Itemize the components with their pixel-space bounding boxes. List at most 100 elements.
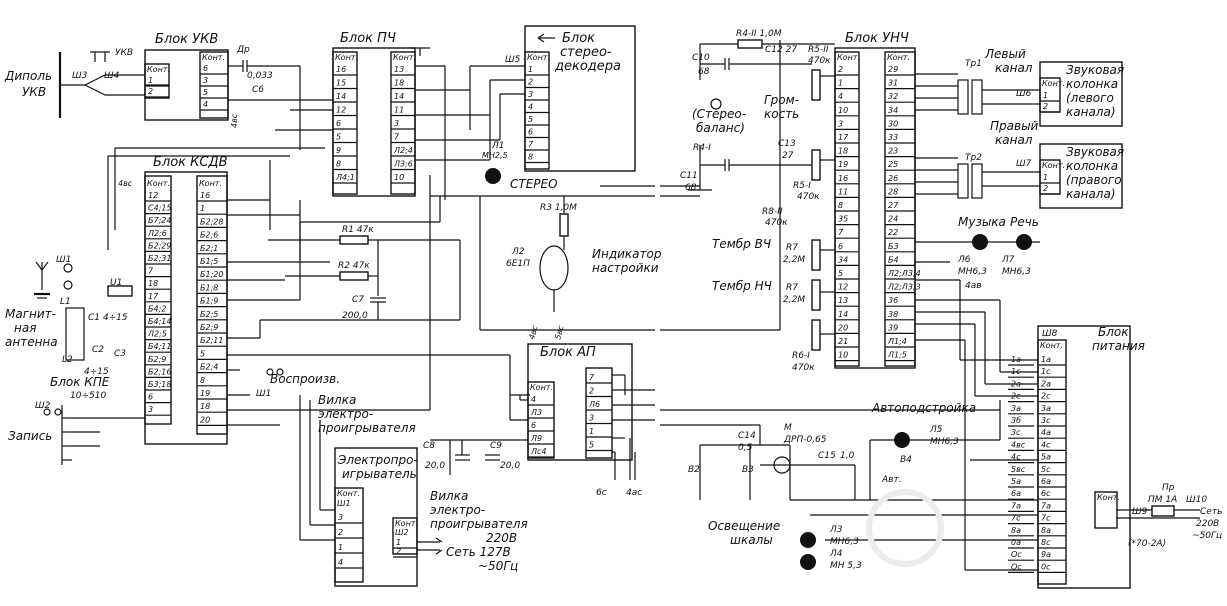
antenna-symbol [34, 261, 50, 299]
stereo-decoder-pin: 5 [528, 115, 533, 124]
unch-left-pin: 20 [838, 323, 848, 332]
pch-right-pin: 11 [394, 106, 404, 115]
pch-left-pin: 5 [336, 133, 341, 142]
player-sh1-pin: 3 [338, 513, 343, 522]
autotune-label: Автоподстройка [871, 401, 976, 415]
ksdv-right-pin: Б1;9 [200, 297, 218, 306]
c6-label: С6 [252, 85, 264, 95]
ksdv-left-pin: Б4;2 [148, 304, 166, 313]
l5-label: Л5 [929, 425, 943, 435]
left-speaker-label-3: (левого [1066, 91, 1114, 105]
ksdv-right-table [196, 175, 228, 435]
player-sh1-label: Ш1 [337, 499, 351, 508]
pch-right-pin: 10 [394, 173, 404, 182]
l6-label: Л6 [957, 255, 971, 265]
unch-right-pin: 36 [888, 296, 898, 305]
ksdv-left-pin: Б2;16 [148, 367, 171, 376]
c6-value: 0,033 [247, 71, 273, 81]
ksdv-left-pin: Б2;29 [148, 241, 171, 250]
mains-127-label: Сеть 127В [446, 545, 511, 559]
player-plug-label-2: электро- [318, 407, 373, 421]
treble-label: Тембр ВЧ [712, 237, 771, 251]
volume-label-2: кость [764, 107, 799, 121]
ksdv-right-pin: Б2;1 [200, 244, 218, 253]
ksdv-right-pin: 19 [200, 389, 210, 398]
power-left-pin: 7с [1011, 514, 1021, 523]
right-speaker-label-3: (правого [1066, 173, 1122, 187]
player-sh1-header: Конт. [337, 489, 360, 498]
unch-right-pin: Л1;5 [887, 351, 907, 360]
ap-block [527, 343, 633, 461]
unch-right-pin: 24 [888, 215, 898, 224]
indicator-label-1: Индикатор [592, 247, 662, 261]
right-speaker-label-2: колонка [1066, 159, 1118, 173]
ksdv-right-pin: 1 [200, 204, 205, 213]
sh2-label: Ш2 [35, 401, 51, 411]
player-sh2-header: Конт. [395, 519, 418, 528]
unch-right-pin: 34 [888, 106, 898, 115]
stereo-decoder-pin: 3 [528, 90, 533, 99]
sh6-header: Конт. [1042, 79, 1065, 88]
ukv-out-header: Конт. [202, 53, 225, 62]
stereo-decoder-pin: 2 [528, 78, 533, 87]
unch-right-pin: Л2;Л3;4 [887, 269, 921, 278]
power-left-pin: 7а [1011, 501, 1021, 510]
ksdv-right-pin: Б2;9 [200, 323, 218, 332]
player-sh2-pin: 1 [396, 538, 401, 547]
unch-right-header: Конт. [887, 53, 910, 62]
unch-left-pin: 21 [838, 337, 848, 346]
unch-left-pin: 11 [838, 187, 848, 196]
unch-right-pin: Б3 [888, 242, 899, 251]
ukv-output-table [199, 51, 229, 119]
stereo-block-title-2: стерео- [560, 45, 612, 60]
unch-right-pin: 22 [888, 228, 898, 237]
c9-value: 20,0 [500, 461, 520, 471]
power-left-pin: 5а [1011, 477, 1021, 486]
r7b-value: 2,2М [783, 295, 805, 305]
sh3-label: Ш3 [72, 71, 88, 81]
sh6-pin: 2 [1043, 102, 1048, 111]
sh1-label: Ш1 [56, 255, 71, 265]
l5-type: МН6,3 [930, 437, 959, 447]
r4i-label: R4-I [693, 143, 711, 153]
c11-value: 68 [685, 183, 697, 193]
pch-left-header: Конт. [335, 53, 358, 62]
power-block-title-2: питания [1092, 339, 1145, 353]
scale-light-label-2: шкалы [730, 533, 773, 547]
record-player-title-2: игрыватель [342, 467, 417, 481]
ap-right-pin: 2 [589, 387, 594, 396]
l7-type: МН6,3 [1002, 267, 1031, 277]
unch-left-pin: 4 [838, 92, 843, 101]
power-left-pin: Ос [1011, 550, 1022, 559]
ksdv-left-pin: 7 [148, 267, 154, 276]
unch-left-pin: 19 [838, 160, 848, 169]
dipole-antenna-input [58, 51, 145, 118]
ksdv-right-pin: Б2;4 [200, 363, 218, 372]
motor-m-label: М [784, 423, 792, 433]
ksdv-left-table [144, 175, 172, 425]
power-pin: 4а [1041, 428, 1051, 437]
playback-label: Воспроизв. [270, 372, 340, 386]
unch-left-pin: 2 [838, 65, 843, 74]
pch-left-pin: 9 [336, 146, 341, 155]
power-pin: 8с [1041, 538, 1051, 547]
u1-label: U1 [110, 278, 122, 288]
power-sh-header: Конт. [1097, 493, 1120, 502]
sh10-label: Ш10 [1186, 495, 1207, 505]
left-speaker-label-1: Звуковая [1066, 63, 1124, 77]
stereo-table [524, 51, 550, 170]
sh6-pin: 1 [1043, 91, 1048, 100]
r6-label: R6-I [792, 351, 810, 361]
player-sh1-pin: 1 [338, 543, 343, 552]
kpe-value: 10÷510 [70, 391, 106, 401]
stereo-decoder-pin: 1 [528, 65, 533, 74]
ksdv-right-pin: Б2;28 [200, 217, 223, 226]
v3-switch-label: В3 [742, 465, 754, 475]
pch-block-title: Блок ПЧ [340, 31, 396, 46]
mains-fuse [1151, 505, 1175, 517]
ukv-output-pin: 5 [203, 88, 208, 97]
ksdv-right-pin: 8 [200, 376, 205, 385]
sh7-header: Конт. [1042, 161, 1065, 170]
r7b-label: R7 [786, 283, 798, 293]
unch-left-pin: 1 [838, 79, 843, 88]
